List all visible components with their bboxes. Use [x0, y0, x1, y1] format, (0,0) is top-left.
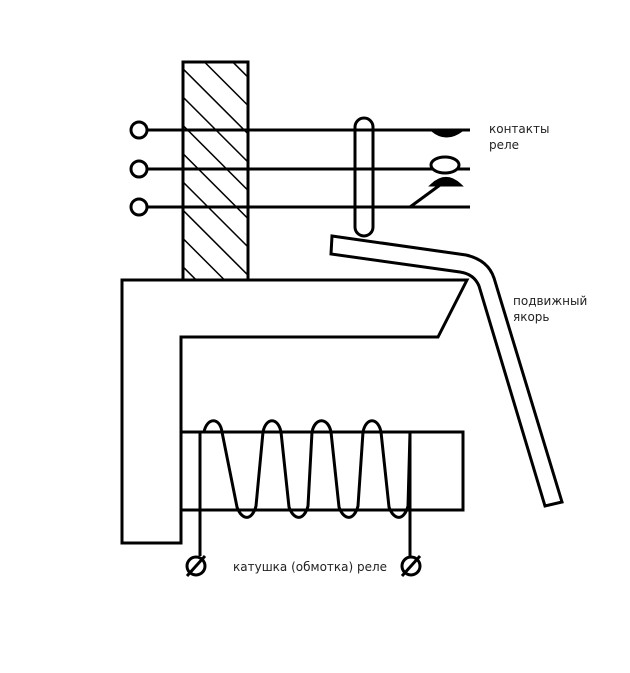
pusher-rod — [353, 116, 375, 238]
coil-winding — [202, 419, 412, 519]
contact-terminals — [129, 120, 149, 217]
insulator-pillar — [181, 60, 250, 282]
terminal-middle — [129, 159, 149, 179]
terminal-top — [129, 120, 149, 140]
movable-armature — [329, 234, 564, 508]
armature-label-line2: якорь — [513, 310, 550, 324]
relay-core — [120, 278, 470, 545]
coil-label: катушка (обмотка) реле — [233, 560, 388, 574]
contacts-label-line1: контакты — [489, 122, 550, 136]
armature-label-line1: подвижный — [513, 294, 588, 308]
contacts-label-line2: реле — [489, 138, 520, 152]
terminal-bottom — [129, 197, 149, 217]
relay-contacts — [409, 128, 467, 209]
coil-terminals — [185, 432, 422, 578]
coil-core — [179, 430, 465, 512]
contact-wires — [148, 128, 470, 209]
